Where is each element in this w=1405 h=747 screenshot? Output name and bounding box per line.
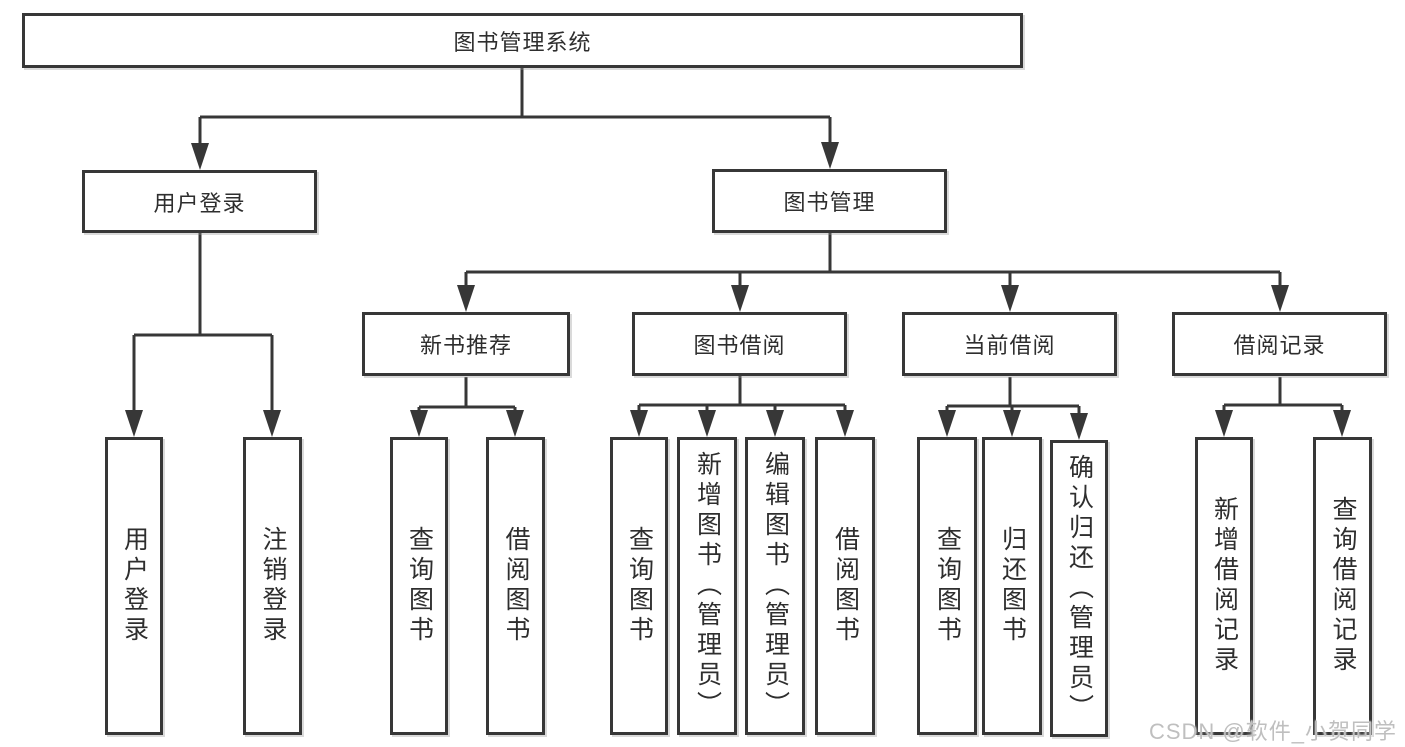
leaf-label: 用户登录 (120, 526, 149, 646)
arrowhead-icon (263, 410, 281, 437)
node-label: 图书管理 (783, 190, 876, 215)
csdn-watermark: CSDN @软件_小贺同学 (1148, 719, 1397, 744)
leaf-return-books: 归还图书 (982, 437, 1042, 735)
leaf-label: 查询图书 (625, 526, 654, 646)
leaf-label: 借阅图书 (502, 526, 530, 646)
arrowhead-icon (766, 410, 784, 437)
arrowhead-icon (1215, 410, 1233, 437)
arrowhead-icon (821, 142, 839, 169)
leaf-label: 查询图书 (405, 526, 434, 646)
leaf-label: 借阅图书 (831, 526, 860, 646)
arrowhead-icon (1070, 413, 1088, 440)
arrowhead-icon (938, 410, 956, 437)
node-label: 借阅记录 (1233, 333, 1326, 358)
leaf-label: 归还图书 (998, 526, 1027, 646)
arrowhead-icon (731, 285, 749, 312)
leaf-label: 新增图书（管理员） (693, 451, 722, 721)
arrowhead-icon (191, 143, 209, 170)
leaf-label: 注销登录 (259, 526, 287, 646)
leaf-label: 编辑图书（管理员） (761, 451, 790, 721)
arrowhead-icon (698, 410, 716, 437)
leaf-query-books-recommendation: 查询图书 (390, 437, 448, 735)
arrowhead-icon (410, 410, 428, 437)
leaf-edit-books-admin: 编辑图书（管理员） (745, 437, 805, 735)
node-new-book-recommendation: 新书推荐 (362, 312, 570, 376)
arrowhead-icon (836, 410, 854, 437)
arrowhead-icon (125, 410, 143, 437)
node-current-borrowing: 当前借阅 (902, 312, 1117, 376)
leaf-confirm-return-admin: 确认归还（管理员） (1050, 440, 1108, 737)
arrowhead-icon (506, 410, 524, 437)
arrowhead-icon (630, 410, 648, 437)
arrowhead-icon (457, 285, 475, 312)
leaf-borrow-books: 借阅图书 (815, 437, 875, 735)
leaf-label: 新增借阅记录 (1210, 496, 1239, 676)
arrowhead-icon (1271, 285, 1289, 312)
node-label: 图书管理系统 (453, 29, 592, 55)
node-label: 新书推荐 (419, 333, 512, 358)
leaf-label: 查询图书 (933, 526, 962, 646)
leaf-user-login: 用户登录 (105, 437, 163, 735)
node-label: 当前借阅 (963, 333, 1056, 358)
arrowhead-icon (1333, 410, 1351, 437)
node-library-management-system: 图书管理系统 (22, 13, 1023, 68)
node-book-management: 图书管理 (712, 169, 947, 233)
leaf-add-books-admin: 新增图书（管理员） (677, 437, 737, 735)
leaf-borrow-books-recommendation: 借阅图书 (486, 437, 545, 735)
leaf-logout: 注销登录 (243, 437, 302, 735)
leaf-query-borrow-record: 查询借阅记录 (1313, 437, 1372, 735)
node-label: 用户登录 (153, 190, 246, 216)
node-label: 图书借阅 (693, 333, 786, 358)
leaf-add-borrow-record: 新增借阅记录 (1195, 437, 1253, 735)
arrowhead-icon (1003, 410, 1021, 437)
leaf-label: 确认归还（管理员） (1065, 453, 1094, 724)
node-user-login: 用户登录 (82, 170, 317, 233)
node-book-borrowing: 图书借阅 (632, 312, 847, 376)
node-borrowing-records: 借阅记录 (1172, 312, 1387, 376)
leaf-query-books-borrowing: 查询图书 (610, 437, 668, 735)
leaf-query-books-current: 查询图书 (917, 437, 977, 735)
arrowhead-icon (1001, 285, 1019, 312)
leaf-label: 查询借阅记录 (1329, 496, 1357, 676)
